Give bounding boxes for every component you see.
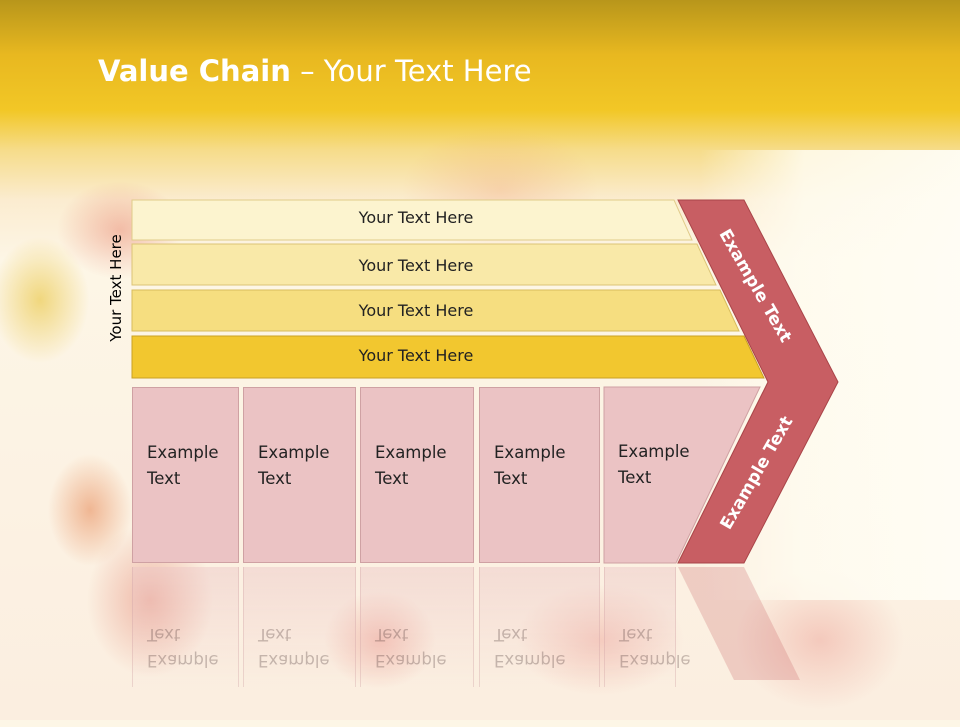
bar-label-2: Your Text Here [358, 256, 474, 275]
box-2-line1: Example [258, 443, 330, 462]
box-2-line2: Text [258, 469, 292, 488]
title-rest: – Your Text Here [290, 54, 532, 88]
bar-label-1: Your Text Here [358, 208, 474, 227]
bar-2 [131, 243, 717, 286]
box-1-line1: Example [147, 443, 219, 462]
box-5-line2: Text [618, 468, 652, 487]
bar-4 [131, 335, 765, 379]
box-4-line1: Example [494, 443, 566, 462]
bar-label-4: Your Text Here [358, 346, 474, 365]
bar-label-3: Your Text Here [358, 301, 474, 320]
box-3-line1: Example [375, 443, 447, 462]
chevron-arrow-reflection [678, 567, 800, 680]
title-bold: Value Chain [98, 54, 291, 88]
bar-1 [131, 199, 693, 241]
page-title: Value Chain – Your Text Here [98, 54, 532, 88]
box-5-line1: Example [618, 442, 690, 461]
box-3-line2: Text [375, 469, 409, 488]
chevron-arrow [677, 199, 839, 564]
box-4-line2: Text [494, 469, 528, 488]
box-5-shape [603, 386, 761, 564]
box-1-line2: Text [147, 469, 181, 488]
bar-3 [131, 289, 740, 332]
